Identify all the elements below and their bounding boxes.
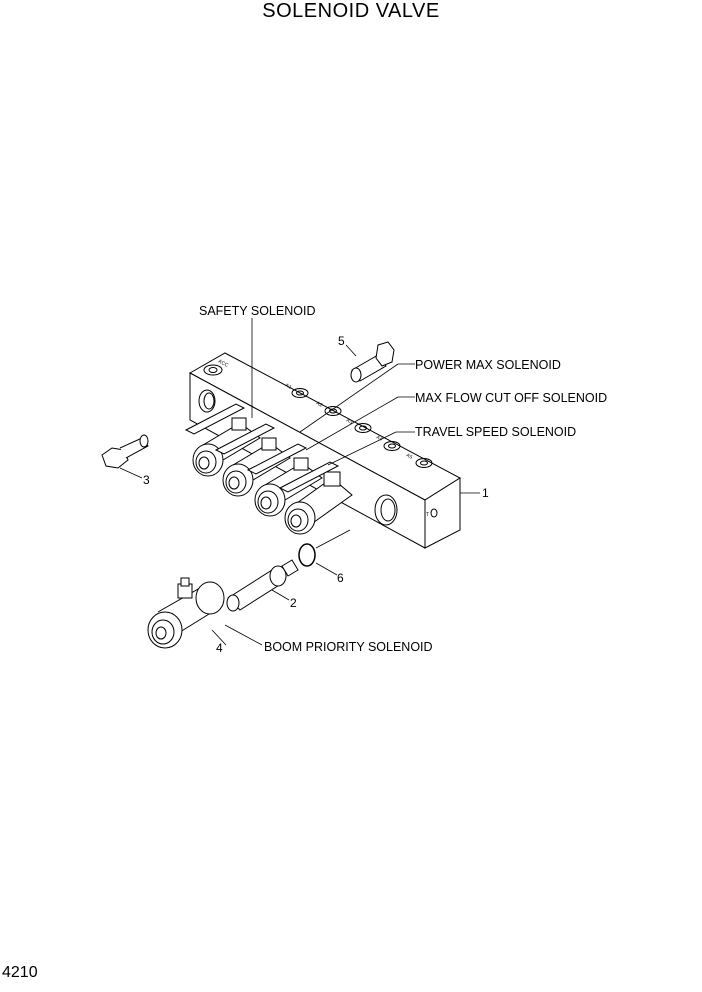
plug-part-3 <box>101 434 149 469</box>
callout-3: 3 <box>143 473 150 487</box>
callout-4: 4 <box>216 641 223 655</box>
port-label-a1: A1 <box>284 382 292 390</box>
port-label-t: T <box>426 512 429 518</box>
coil-part-4 <box>147 577 225 649</box>
o-ring-part-6 <box>298 543 316 567</box>
fitting-part-5 <box>350 341 395 383</box>
solenoid-assembly-2 <box>214 423 291 497</box>
page-title: SOLENOID VALVE <box>262 0 440 22</box>
port-label-a5: A5 <box>405 452 413 460</box>
cartridge-part-2 <box>226 559 299 612</box>
label-power-max-solenoid: POWER MAX SOLENOID <box>415 358 561 372</box>
leader-lines <box>119 318 480 646</box>
label-boom-priority-solenoid: BOOM PRIORITY SOLENOID <box>264 640 433 654</box>
solenoid-assembly-4 <box>278 461 353 535</box>
page-number: 4210 <box>2 964 38 981</box>
label-travel-speed-solenoid: TRAVEL SPEED SOLENOID <box>415 425 576 439</box>
callout-6: 6 <box>337 571 344 585</box>
port-label-a3: A3 <box>345 417 353 425</box>
callout-2: 2 <box>290 596 297 610</box>
port-label-acc: ACC <box>217 358 229 368</box>
label-max-flow-solenoid: MAX FLOW CUT OFF SOLENOID <box>415 391 607 405</box>
callout-5: 5 <box>338 334 345 348</box>
callout-1: 1 <box>482 486 489 500</box>
label-safety-solenoid: SAFETY SOLENOID <box>199 304 315 318</box>
port-label-a2: A2 <box>315 400 323 408</box>
port-label-a4: A4 <box>375 434 383 442</box>
